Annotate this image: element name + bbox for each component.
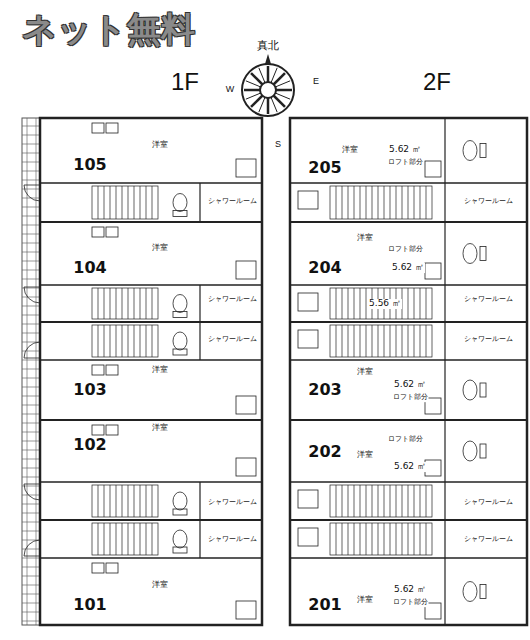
room-label: シャワールーム — [207, 499, 258, 507]
stairs — [92, 288, 158, 319]
toilet — [463, 244, 477, 264]
room-number: 103 — [72, 381, 107, 399]
unit-room: シャワールーム洋室 5.62 ㎡ 201 ロフト部分 — [290, 520, 527, 625]
door — [24, 484, 40, 500]
watermark: ネット無料 — [22, 11, 195, 48]
stairs — [92, 523, 158, 555]
room-label: シャワールーム — [463, 499, 514, 507]
room-label: シャワールーム — [207, 296, 258, 304]
room-number: 101 — [72, 596, 107, 614]
stairs — [330, 485, 432, 517]
stairs — [330, 288, 432, 319]
room-label: シャワールーム — [463, 296, 514, 304]
room-label: 洋室 — [151, 366, 169, 375]
unit-room: 105 洋室シャワールーム — [40, 118, 262, 222]
unit-room: シャワールーム 103 洋室 — [40, 322, 262, 420]
sink — [298, 330, 318, 348]
room-label: ロフト部分 — [387, 159, 424, 167]
room-label: ロフト部分 — [392, 599, 429, 607]
room-label: 5.62 ㎡ — [393, 585, 427, 595]
room-label: 洋室 — [151, 141, 169, 150]
stairs — [92, 485, 158, 517]
toilet — [173, 332, 187, 350]
unit-room: シャワールーム 203 洋室 5.62 ㎡ロフト部分 — [290, 322, 527, 420]
compass — [242, 54, 294, 116]
room-label: 5.62 ㎡ — [393, 462, 427, 472]
room-number: 204 — [307, 259, 342, 277]
room-label: ロフト部分 — [387, 246, 424, 254]
room-label: 5.62 ㎡ — [391, 263, 425, 273]
compass-north: 真北 — [257, 40, 279, 52]
tiled-walkway — [22, 118, 40, 625]
unit-room: シャワールーム 101 洋室 — [40, 520, 262, 625]
compass-letter: W — [226, 85, 235, 95]
stairs — [330, 186, 432, 219]
toilet — [173, 194, 187, 212]
room-label: 5.62 ㎡ — [388, 145, 422, 155]
room-label: 洋室 — [356, 451, 374, 460]
unit-room: 102 洋室シャワールーム — [40, 420, 262, 520]
toilet — [173, 295, 187, 313]
room-label: 5.56 ㎡ — [368, 299, 402, 309]
stairs — [330, 523, 432, 555]
toilet — [173, 530, 187, 548]
compass-letter: E — [313, 77, 319, 87]
room-number: 202 — [307, 443, 342, 461]
room-number: 102 — [72, 436, 107, 454]
room-label: 洋室 — [151, 244, 169, 253]
room-label: シャワールーム — [463, 536, 514, 544]
room-number: 105 — [72, 156, 107, 174]
stairs — [330, 325, 432, 357]
room-label: ロフト部分 — [392, 394, 429, 402]
door — [24, 342, 40, 358]
toilet — [463, 380, 477, 400]
room-number: 201 — [307, 596, 342, 614]
toilet — [173, 492, 187, 510]
room-label: シャワールーム — [207, 198, 258, 206]
unit-room: 205 洋室 5.62 ㎡ロフト部分シャワールーム — [290, 118, 527, 222]
room-label: 洋室 — [356, 596, 374, 605]
floor-label: 1F — [171, 69, 199, 95]
unit-room: ロフト部分洋室 202 5.62 ㎡シャワールーム — [290, 420, 527, 520]
room-label: 洋室 — [341, 146, 359, 155]
compass-letter: S — [275, 140, 281, 150]
floor-label: 2F — [423, 69, 451, 95]
door — [24, 287, 40, 303]
toilet — [463, 582, 477, 602]
sink — [298, 528, 318, 546]
room-label: シャワールーム — [207, 336, 258, 344]
room-number: 104 — [72, 259, 107, 277]
room-label: 洋室 — [356, 234, 374, 243]
room-label: シャワールーム — [463, 198, 514, 206]
unit-room: 104 洋室シャワールーム — [40, 222, 262, 322]
room-label: シャワールーム — [207, 536, 258, 544]
room-number: 203 — [307, 381, 342, 399]
sink — [298, 490, 318, 508]
toilet — [463, 441, 477, 461]
unit-room: 洋室ロフト部分 204 5.62 ㎡シャワールーム 5.56 ㎡ — [290, 222, 527, 322]
room-label: 洋室 — [151, 424, 169, 433]
room-label: 洋室 — [356, 368, 374, 377]
room-number: 205 — [307, 159, 342, 177]
door — [24, 540, 40, 556]
room-label: 洋室 — [151, 581, 169, 590]
toilet — [463, 141, 477, 161]
sink — [298, 191, 318, 209]
door — [24, 185, 40, 201]
stairs — [92, 325, 158, 357]
room-label: シャワールーム — [463, 336, 514, 344]
walls — [22, 118, 527, 625]
room-label: ロフト部分 — [387, 436, 424, 444]
room-label: 5.62 ㎡ — [393, 380, 427, 390]
sink — [298, 293, 318, 311]
stairs — [92, 186, 158, 219]
